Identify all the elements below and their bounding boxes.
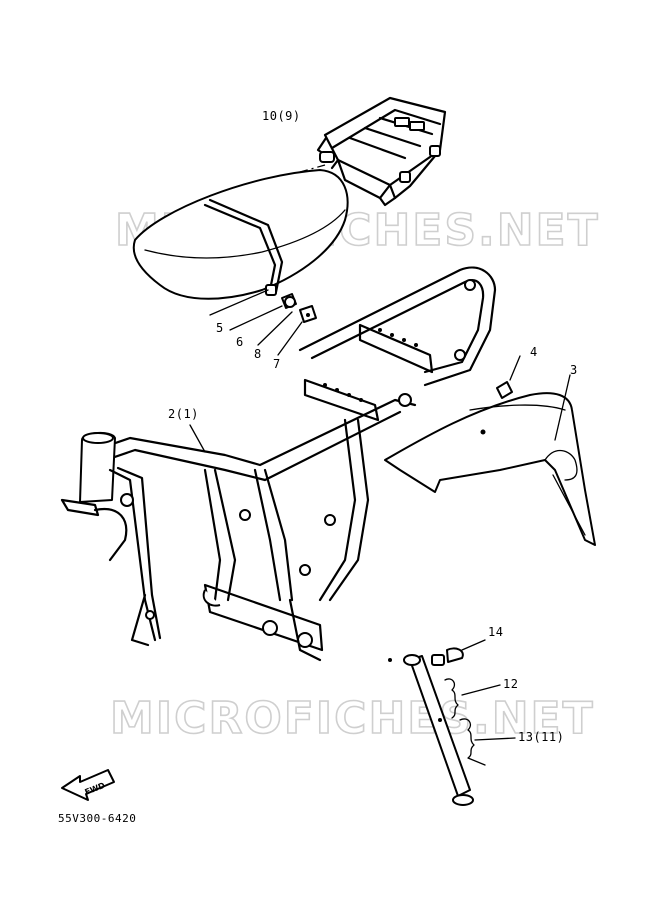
callout-nut: 6	[236, 335, 244, 349]
callout-bolt: 7	[273, 357, 281, 371]
callout-rear-carrier: 10(9)	[262, 109, 301, 123]
hardware-parts	[209, 289, 317, 356]
callout-rear-fender: 3	[570, 363, 578, 377]
callout-clip: 14	[488, 625, 503, 639]
watermark-bottom: MICROFICHES.NET	[110, 693, 595, 744]
callout-washer: 8	[254, 347, 262, 361]
fender-nut-shape	[496, 381, 513, 399]
rear-carrier-drawing	[316, 96, 447, 207]
fender-nut-leader	[509, 355, 521, 381]
rear-fender-drawing	[384, 392, 596, 546]
stand-leaders	[461, 639, 516, 741]
callout-seat-band-bolt: 5	[216, 321, 224, 335]
side-stand-drawing	[388, 647, 486, 806]
fender-leader	[554, 374, 571, 441]
frame-drawing	[60, 266, 497, 662]
fwd-arrow: FWD	[61, 769, 115, 801]
frame-leader	[189, 424, 206, 453]
seat-drawing	[132, 169, 349, 300]
callout-fender-nut: 4	[530, 345, 538, 359]
callout-spring: 12	[503, 677, 518, 691]
callout-frame: 2(1)	[168, 407, 199, 421]
drawing-code: 55V300-6420	[58, 812, 136, 825]
callout-spring-stand: 13(11)	[518, 730, 564, 744]
